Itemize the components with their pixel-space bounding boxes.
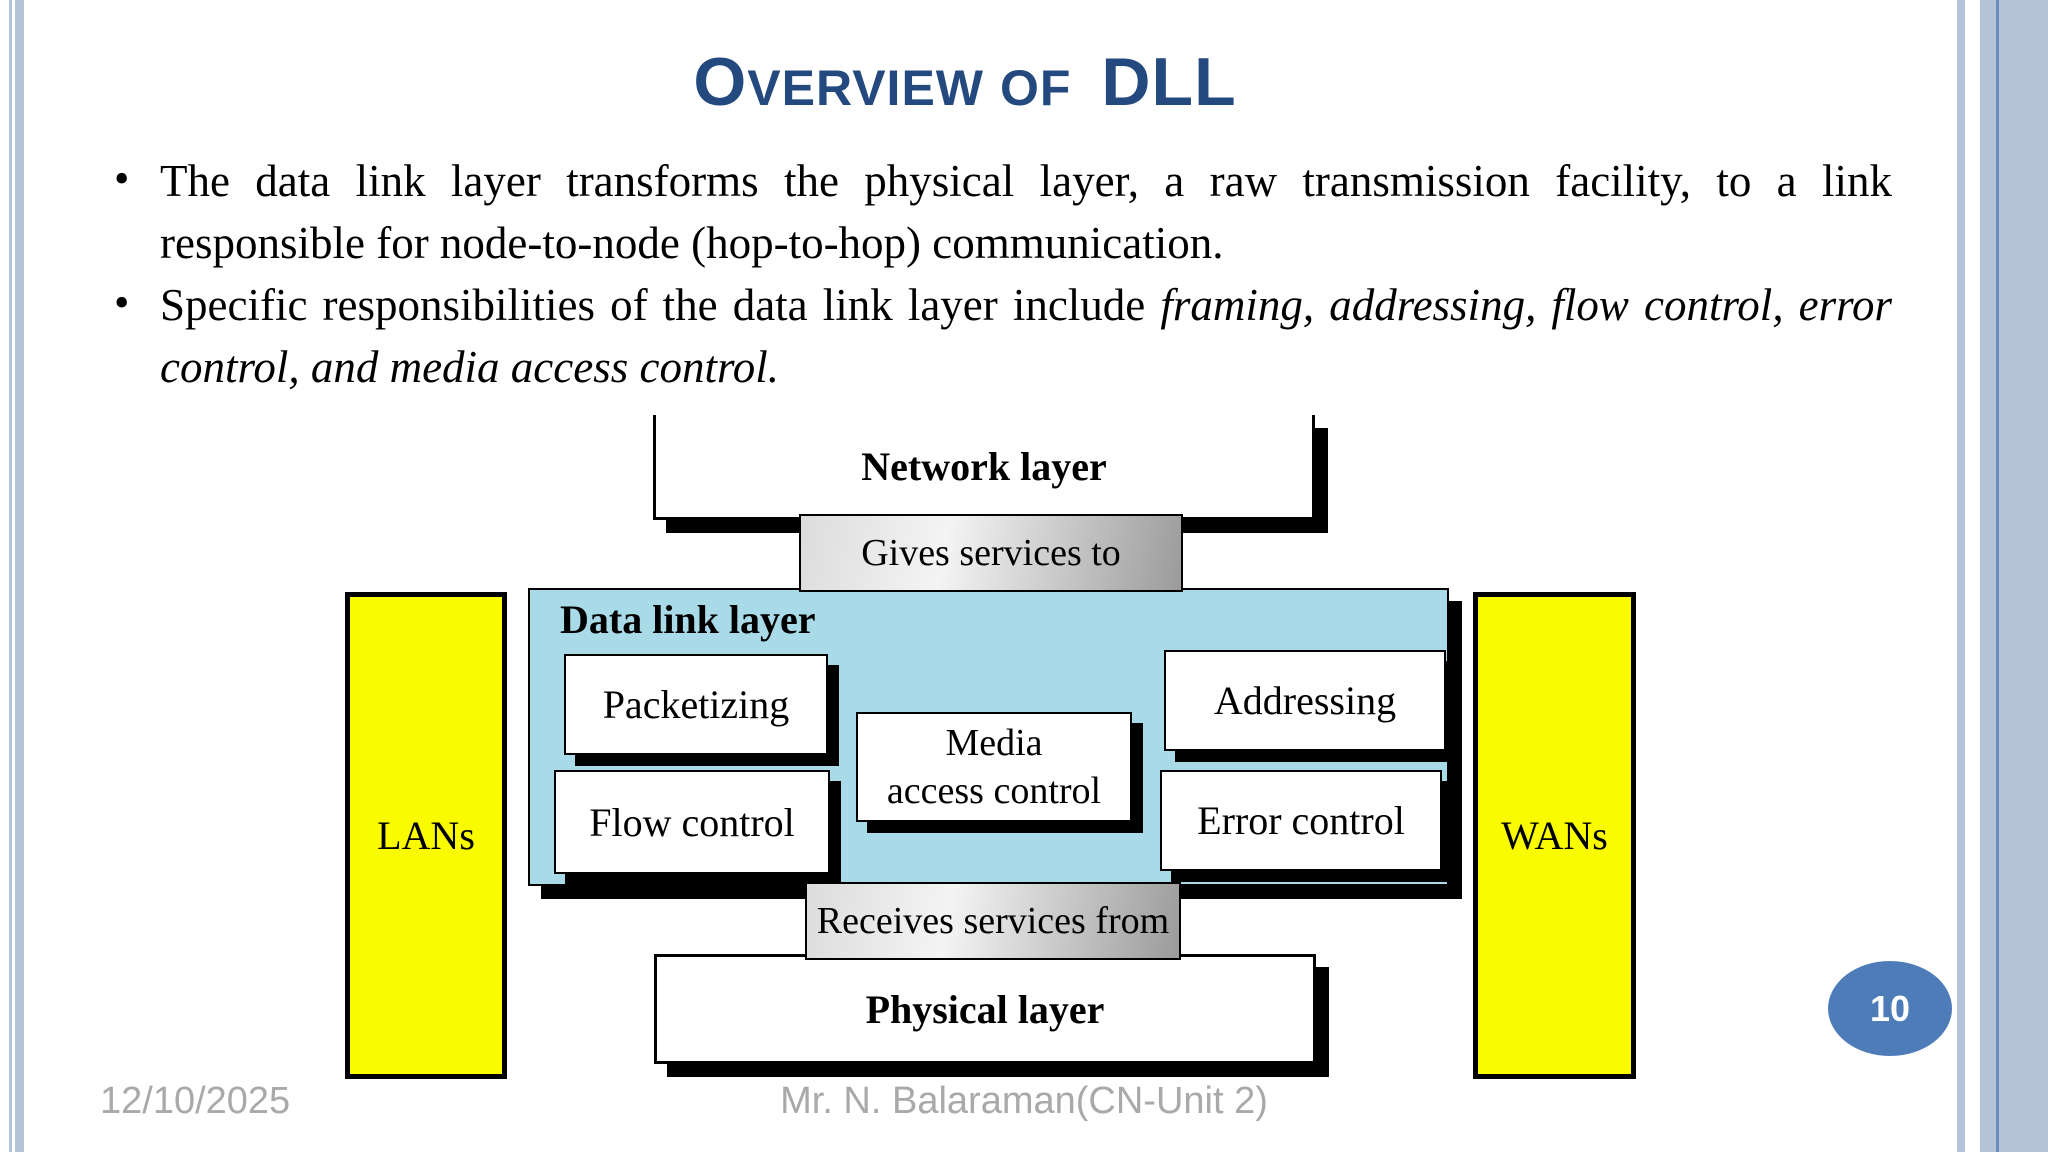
physical-layer-label: Physical layer <box>865 986 1105 1032</box>
title-segment: DLL <box>1101 44 1237 121</box>
bullet-list: The data link layer transforms the physi… <box>114 148 1892 398</box>
bullet-2-text-normal: Specific responsibilities of the data li… <box>160 280 1161 330</box>
lans-label: LANs <box>377 813 475 858</box>
receives-services-label: Receives services from <box>816 900 1170 942</box>
right-edge-accent-line <box>1996 0 1999 1152</box>
title-segment: OF <box>999 60 1072 117</box>
page-number-badge: 10 <box>1828 961 1952 1056</box>
wans-label: WANs <box>1501 813 1608 858</box>
wans-box: WANs <box>1473 592 1636 1079</box>
left-edge-thin-stripe <box>9 0 12 1152</box>
bullet-1-text: The data link layer transforms the physi… <box>160 156 1892 268</box>
physical-layer-box: Physical layer <box>654 954 1316 1064</box>
title-segment: O <box>693 44 748 121</box>
data-link-layer-label: Data link layer <box>560 597 816 642</box>
lans-box: LANs <box>345 592 507 1079</box>
network-layer-label: Network layer <box>861 443 1107 489</box>
data-link-layer-box: Data link layer Packetizing Addressing M… <box>528 588 1449 886</box>
error-control-box: Error control <box>1160 770 1442 871</box>
media-access-line-2: access control <box>886 770 1102 812</box>
left-edge-band <box>15 0 24 1152</box>
footer-credit: Mr. N. Balaraman(CN-Unit 2) <box>780 1080 1268 1122</box>
media-access-line-1: Media <box>945 722 1043 764</box>
media-access-control-box: Media access control <box>856 712 1132 822</box>
gives-services-bar: Gives services to <box>799 514 1183 592</box>
bullet-item-1: The data link layer transforms the physi… <box>114 148 1892 274</box>
title-segment: VERVIEW <box>747 60 984 117</box>
addressing-box: Addressing <box>1164 650 1446 751</box>
packetizing-box: Packetizing <box>564 654 828 755</box>
receives-services-bar: Receives services from <box>805 882 1181 960</box>
bullet-2-text-italic: framing, addressing, flow control, error… <box>160 280 1892 392</box>
gives-services-label: Gives services to <box>861 532 1121 574</box>
flow-control-box: Flow control <box>554 770 830 874</box>
right-edge-thin-stripe <box>1957 0 1965 1152</box>
right-edge-band <box>1980 0 2048 1152</box>
footer-date: 12/10/2025 <box>100 1080 291 1122</box>
page-title: OVERVIEW OF DLL <box>0 43 1930 121</box>
bullet-item-2: Specific responsibilities of the data li… <box>114 272 1892 398</box>
network-layer-box: Network layer <box>653 415 1315 520</box>
